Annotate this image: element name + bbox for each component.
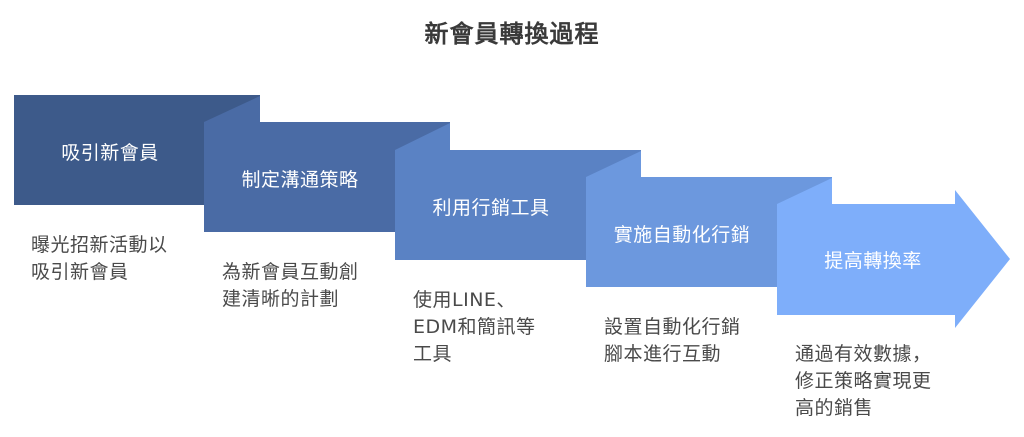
step-3-label: 利用行銷工具	[432, 197, 550, 219]
description-line: 曝光招新活動以	[31, 234, 168, 256]
description-line: 使用LINE、	[413, 289, 516, 311]
description-line: 吸引新會員	[31, 261, 129, 283]
step-1-block	[14, 95, 260, 205]
step-1-label: 吸引新會員	[61, 142, 159, 164]
step-5-arrow	[777, 178, 1010, 328]
diagram-title: 新會員轉換過程	[424, 20, 600, 48]
step-2-label: 制定溝通策略	[241, 169, 359, 191]
step-5-label: 提高轉換率	[824, 250, 922, 272]
description-line: EDM和簡訊等	[413, 316, 536, 338]
step-5-description: 通過有效數據， 修正策略實現更 高的銷售	[795, 341, 932, 422]
description-line: 工具	[413, 343, 453, 365]
step-2-block	[204, 96, 450, 232]
step-4-description: 設置自動化行銷 腳本進行互動	[604, 314, 741, 368]
step-4-block	[586, 151, 832, 287]
step-1-description: 曝光招新活動以 吸引新會員	[31, 232, 168, 286]
step-3-block	[395, 123, 641, 260]
step-3-description: 使用LINE、 EDM和簡訊等 工具	[413, 287, 536, 368]
description-line: 通過有效數據，	[795, 343, 932, 365]
description-line: 腳本進行互動	[604, 343, 722, 365]
description-line: 高的銷售	[795, 397, 874, 419]
description-line: 修正策略實現更	[795, 370, 932, 392]
step-2-description: 為新會員互動創 建清晰的計劃	[222, 259, 359, 313]
description-line: 為新會員互動創	[222, 261, 359, 283]
description-line: 建清晰的計劃	[222, 288, 340, 310]
step-4-label: 實施自動化行銷	[613, 224, 751, 246]
description-line: 設置自動化行銷	[604, 316, 741, 338]
